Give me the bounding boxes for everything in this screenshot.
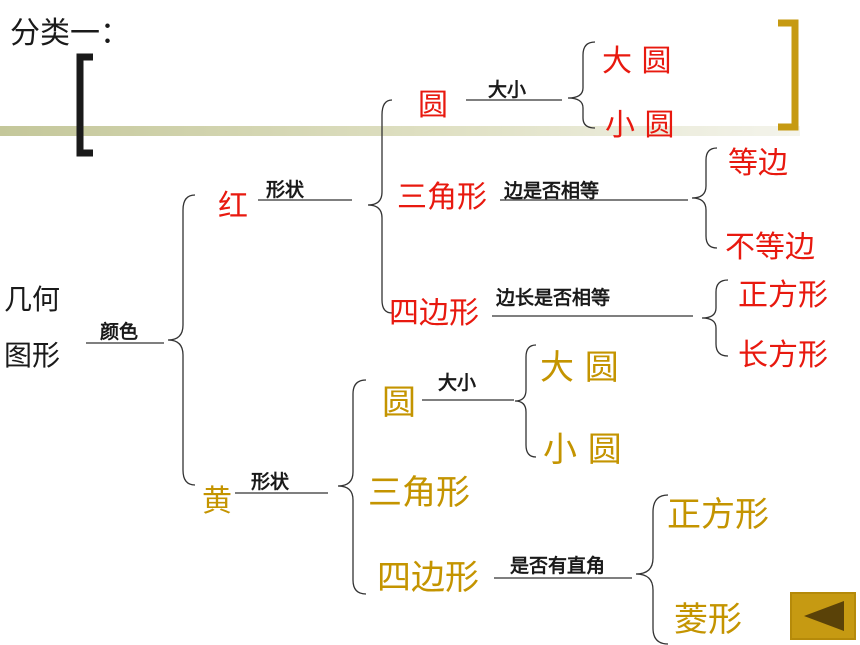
root-label-line2: 图形 <box>4 339 61 372</box>
leaf-big-circle-yellow: 大 圆 <box>540 348 619 388</box>
node-red-circle: 圆 <box>418 88 448 123</box>
leaf-small-circle-red: 小 圆 <box>605 108 675 143</box>
criterion-color: 颜色 <box>100 321 139 343</box>
root-label-line1: 几何 <box>4 283 61 316</box>
node-red-quad: 四边形 <box>389 296 479 331</box>
criterion-equal-length-red: 边长是否相等 <box>496 287 611 309</box>
leaf-big-circle-red: 大 圆 <box>602 44 672 79</box>
criterion-shape-red: 形状 <box>266 179 305 201</box>
node-yellow-triangle: 三角形 <box>368 473 470 513</box>
decorative-bar <box>0 126 800 136</box>
leaf-equilateral-red: 等边 <box>728 146 788 181</box>
leaf-small-circle-yellow: 小 圆 <box>543 430 622 470</box>
criterion-size-yellow: 大小 <box>438 372 477 394</box>
node-red: 红 <box>218 189 248 224</box>
leaf-square-yellow: 正方形 <box>667 495 769 535</box>
node-yellow: 黄 <box>202 484 232 519</box>
leaf-square-red: 正方形 <box>738 278 828 313</box>
criterion-size-red: 大小 <box>488 79 527 101</box>
node-yellow-quad: 四边形 <box>377 558 479 598</box>
criterion-right-angle-yellow: 是否有直角 <box>510 555 606 577</box>
node-red-triangle: 三角形 <box>397 180 487 215</box>
node-yellow-circle: 圆 <box>382 383 416 423</box>
page-title: 分类一： <box>10 16 130 51</box>
back-button[interactable] <box>790 592 856 640</box>
leaf-rhombus-yellow: 菱形 <box>674 600 742 640</box>
criterion-shape-yellow: 形状 <box>251 471 290 493</box>
criterion-equal-sides-red: 边是否相等 <box>504 180 600 202</box>
triangle-left-icon <box>804 601 844 631</box>
leaf-rectangle-red: 长方形 <box>738 338 828 373</box>
leaf-non-equilateral-red: 不等边 <box>725 230 815 265</box>
